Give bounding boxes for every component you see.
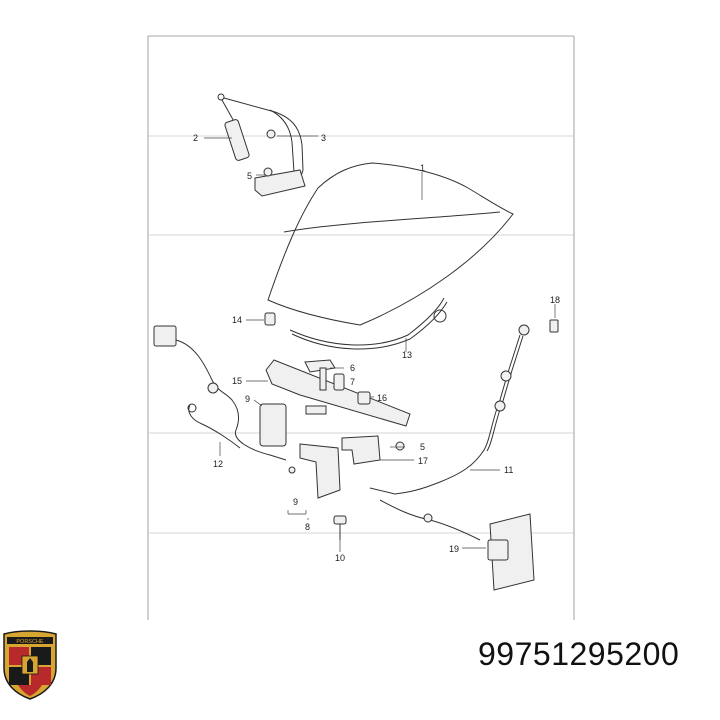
mounting-bolt (333, 515, 347, 540)
part-number: 99751295200 (478, 636, 680, 672)
contact-switch-cable (153, 325, 296, 474)
callout-15: 15 (232, 376, 242, 386)
callout-19: 19 (449, 544, 459, 554)
hood-lock (259, 403, 287, 447)
callout-1: 1 (420, 163, 425, 173)
lock-carrier (265, 359, 411, 427)
callout-8: 8 (305, 522, 310, 532)
parts-diagram: 1 2 3 5 13 14 15 6 7 16 9 5 17 11 12 18 … (147, 35, 575, 620)
callout-13: 13 (402, 350, 412, 360)
hood-seal (289, 297, 448, 350)
callout-2: 2 (193, 133, 198, 143)
bump-stop (264, 312, 276, 326)
callout-6: 6 (350, 363, 355, 373)
lock-bracket (299, 443, 341, 499)
callout-3: 3 (321, 133, 326, 143)
hood-panel (267, 162, 514, 326)
crest-lettering: PORSCHE (16, 639, 44, 645)
cable-bracket (341, 435, 405, 465)
callout-5-bottom: 5 (420, 442, 425, 452)
striker-parts (304, 359, 371, 405)
callout-18: 18 (550, 295, 560, 305)
callout-5-top: 5 (247, 171, 252, 181)
screw (549, 319, 559, 333)
porsche-crest-icon: PORSCHE (3, 630, 57, 700)
release-cable (369, 324, 530, 541)
callout-14: 14 (232, 315, 242, 325)
callout-12: 12 (213, 459, 223, 469)
callout-labels: 1 2 3 5 13 14 15 6 7 16 9 5 17 11 12 18 … (193, 133, 560, 563)
release-handle (487, 513, 535, 591)
callout-9-top: 9 (245, 394, 250, 404)
callout-16: 16 (377, 393, 387, 403)
callout-7: 7 (350, 377, 355, 387)
hood-hinge-assembly (217, 93, 306, 197)
leader-lines (204, 135, 556, 552)
callout-9-bottom: 9 (293, 497, 298, 507)
callout-11: 11 (504, 465, 513, 475)
callout-17: 17 (418, 456, 428, 466)
callout-10: 10 (335, 553, 345, 563)
